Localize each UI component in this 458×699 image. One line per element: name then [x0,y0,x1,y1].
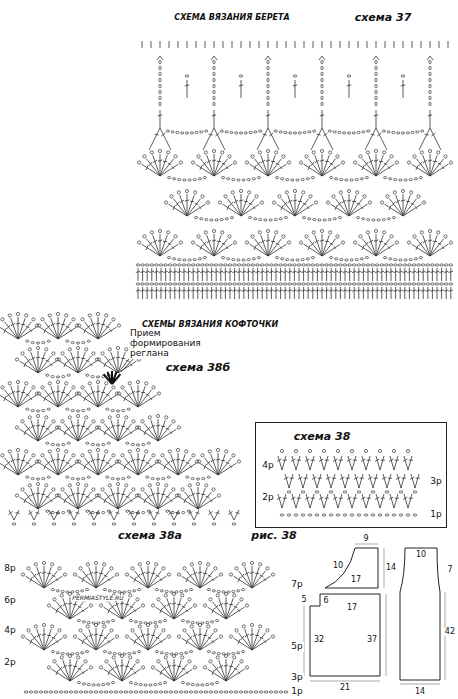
chart-title: СХЕМА ВЯЗАНИЯ БЕРЕТА [173,14,290,23]
row-label: 6р [3,596,16,606]
dimension-number: 9 [362,535,369,544]
chart-title: схема 38б [165,362,231,374]
row-label: 2р [3,658,16,668]
dimension-number: 5 [300,596,307,605]
dimension-number: 10 [415,551,427,560]
chart-title: схема 38а [117,530,183,542]
dimension-number: 14 [414,688,426,697]
chart-frame: схема 38 4р 2р 3р 1р [255,422,447,528]
row-label: 3р [290,673,303,683]
row-label: 4р [3,626,16,636]
raglan-marker [104,371,121,384]
stitch-lines [0,41,453,681]
chart-title: рис. 38 [250,530,297,542]
dimension-number: 6 [322,597,329,606]
row-label: 4р [261,461,274,471]
row-label: 5р [290,642,303,652]
dimension-lines [304,544,445,684]
dimension-number: 17 [346,604,358,613]
dimension-number: 21 [339,684,351,693]
chain-stitches [0,60,453,693]
crochet-symbols [0,41,453,693]
row-label: 1р [290,687,303,697]
pattern-piece [400,548,440,680]
row-label: 7р [290,580,303,590]
dimension-number: 37 [366,636,378,645]
chart-title: СХЕМЫ ВЯЗАНИЯ КОФТОЧКИ [141,321,279,330]
dimension-number: 10 [332,562,344,571]
chart-title: схема 37 [354,12,413,24]
pattern-piece [325,548,378,588]
dimension-number: 17 [350,576,362,585]
row-label: 3р [429,477,442,487]
chart-title: схема 38 [293,431,352,443]
row-label: 8р [3,564,16,574]
dimension-number: 7 [446,566,453,575]
pattern-piece [310,594,380,676]
callout-note: Прием формирования реглана [129,329,231,359]
dimension-number: 42 [444,628,456,637]
row-label: 2р [261,493,274,503]
dimension-number: 32 [313,636,325,645]
row-label: 1р [429,510,442,520]
watermark: PERMIASTYLE.RU [71,595,124,602]
dimension-number: 14 [385,564,397,573]
